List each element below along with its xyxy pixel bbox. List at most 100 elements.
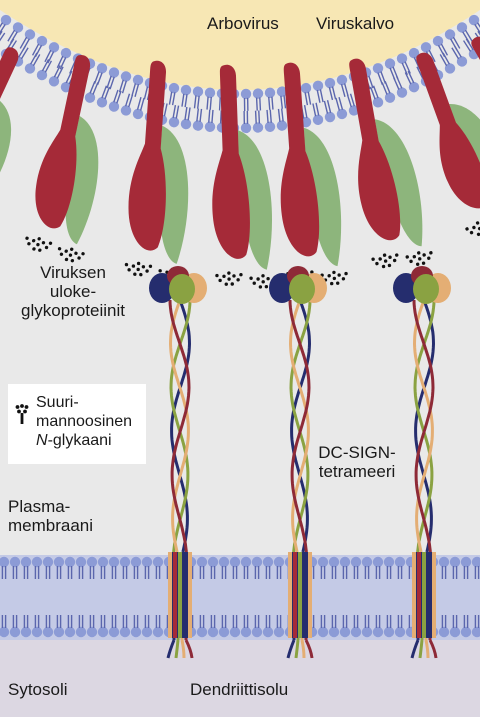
- dc-sign-line-2: tetrameeri: [318, 462, 396, 481]
- lipid-outer: [308, 101, 325, 127]
- viral-envelope-label: Viruskalvo: [316, 14, 395, 33]
- lipid-outer: [191, 107, 206, 133]
- lipid-outer: [262, 108, 277, 134]
- glycan-cluster: [370, 251, 401, 271]
- glycoprotein-unit: [23, 54, 99, 265]
- dc-sign-tail: [286, 639, 296, 659]
- lipid-outer: [251, 109, 265, 134]
- dc-sign-stalk: [288, 299, 311, 553]
- dc-sign-tail: [418, 639, 424, 659]
- glycan-cluster: [404, 248, 435, 268]
- dc-sign-stalk: [412, 299, 435, 553]
- lipid-inner: [263, 86, 278, 111]
- cytosol-region: [0, 640, 480, 717]
- lipid-inner: [190, 85, 205, 110]
- glycoprotein-unit: [124, 60, 189, 284]
- glycoprotein-unit: [280, 62, 349, 287]
- lipid-inner: [177, 83, 193, 109]
- lipid-inner: [251, 87, 265, 112]
- viral-glycoproteins-label: Viruksen uloke- glykoproteiinit: [8, 263, 138, 320]
- glycoprotein-green-domain: [303, 127, 342, 267]
- glycoprotein-unit: [0, 47, 19, 209]
- lipid-outer: [320, 98, 337, 125]
- dc-sign-tm-stripe: [178, 552, 182, 638]
- plasma-membrane-label: Plasma- membraani: [8, 497, 93, 535]
- lipid-inner: [311, 78, 328, 105]
- dc-sign-stalk: [290, 299, 312, 553]
- glycoprotein-red-domain: [35, 54, 91, 229]
- lipid-outer: [167, 103, 183, 129]
- dc-sign-stalk: [288, 299, 310, 553]
- lipid-outer: [239, 110, 252, 134]
- dc-sign-crd-olive: [413, 274, 439, 304]
- lipid-inner: [165, 81, 181, 107]
- dc-sign-tm-stripe: [417, 552, 421, 638]
- glycoprotein-green-domain: [0, 100, 12, 209]
- glycan-cluster: [215, 270, 244, 287]
- legend-line-1: Suuri-: [36, 394, 79, 411]
- lipid-outer: [274, 107, 289, 133]
- high-mannose-glycan-icon: [15, 404, 29, 424]
- glycoprotein-green-domain: [374, 119, 423, 247]
- dc-sign-tail: [410, 639, 420, 659]
- dc-sign-tm-stripe: [293, 552, 297, 638]
- glycan-cluster: [23, 234, 53, 255]
- dc-sign-tm-stripe: [308, 552, 312, 638]
- dc-sign-tm-stripe: [288, 552, 292, 638]
- dc-sign-tm-stripe: [183, 552, 187, 638]
- dc-sign-tail: [174, 639, 180, 659]
- legend-box: Suuri- mannoosinen N-glykaani: [8, 384, 146, 464]
- dendritic-cell-label: Dendriittisolu: [190, 680, 289, 699]
- dc-sign-tail: [428, 639, 438, 659]
- dc-sign-crd-olive: [289, 274, 315, 304]
- glycoprotein-red-domain: [212, 64, 250, 259]
- plasma-membrane-line-1: Plasma-: [8, 497, 71, 516]
- glycoprotein-red-domain: [416, 52, 480, 209]
- glycoproteins-line-2: uloke-: [49, 282, 97, 301]
- legend-line-3: N-glykaani: [36, 431, 132, 450]
- dc-sign-tm-stripe: [427, 552, 431, 638]
- dc-sign-tm-stripe: [432, 552, 436, 638]
- dc-sign-stalk: [170, 299, 192, 553]
- glycoprotein-red-domain: [349, 58, 401, 241]
- dc-sign-tail: [184, 639, 194, 659]
- legend-n-italic: N: [36, 432, 48, 449]
- dc-sign-tail: [424, 639, 430, 659]
- dc-sign-stalk: [412, 299, 434, 553]
- lipid-outer: [179, 105, 195, 131]
- glycoproteins-line-3: glykoproteiinit: [21, 301, 125, 320]
- dc-sign-crd-olive: [169, 274, 195, 304]
- glycoprotein-red-domain: [128, 60, 166, 251]
- dc-sign-tm-stripe: [303, 552, 307, 638]
- arbovirus-label: Arbovirus: [207, 14, 279, 33]
- glycoprotein-unit: [349, 58, 435, 271]
- glycoprotein-green-domain: [158, 125, 189, 264]
- legend-line-2: mannoosinen: [36, 413, 133, 430]
- plasma-membrane-line-2: membraani: [8, 516, 94, 535]
- glycoprotein-green-domain: [237, 130, 272, 270]
- glycoprotein-unit: [212, 64, 278, 290]
- dc-sign-tetramer: [149, 266, 207, 659]
- dc-sign-tail: [294, 639, 300, 659]
- glycoprotein-unit: [416, 52, 480, 240]
- lipid-inner: [299, 81, 315, 107]
- dc-sign-tm-stripe: [422, 552, 426, 638]
- dc-sign-tail: [166, 639, 176, 659]
- viral-glycoproteins: [0, 36, 480, 290]
- dc-sign-tm-stripe: [173, 552, 177, 638]
- glycan-cluster: [464, 216, 480, 240]
- dc-sign-tm-stripe: [412, 552, 416, 638]
- legend-text: Suuri- mannoosinen N-glykaani: [36, 393, 132, 450]
- dc-sign-tetramers: [149, 266, 451, 659]
- glycoprotein-red-domain: [280, 62, 320, 257]
- dc-sign-tetramer: [393, 266, 451, 659]
- lipid-outer: [203, 108, 218, 134]
- dc-sign-tm-stripe: [168, 552, 172, 638]
- lipid-inner: [240, 87, 253, 112]
- dc-sign-tail: [304, 639, 314, 659]
- dc-sign-tm-stripe: [298, 552, 302, 638]
- glycoprotein-green-domain: [449, 103, 480, 208]
- dc-sign-stalk: [414, 299, 436, 553]
- dc-sign-tail: [300, 639, 306, 659]
